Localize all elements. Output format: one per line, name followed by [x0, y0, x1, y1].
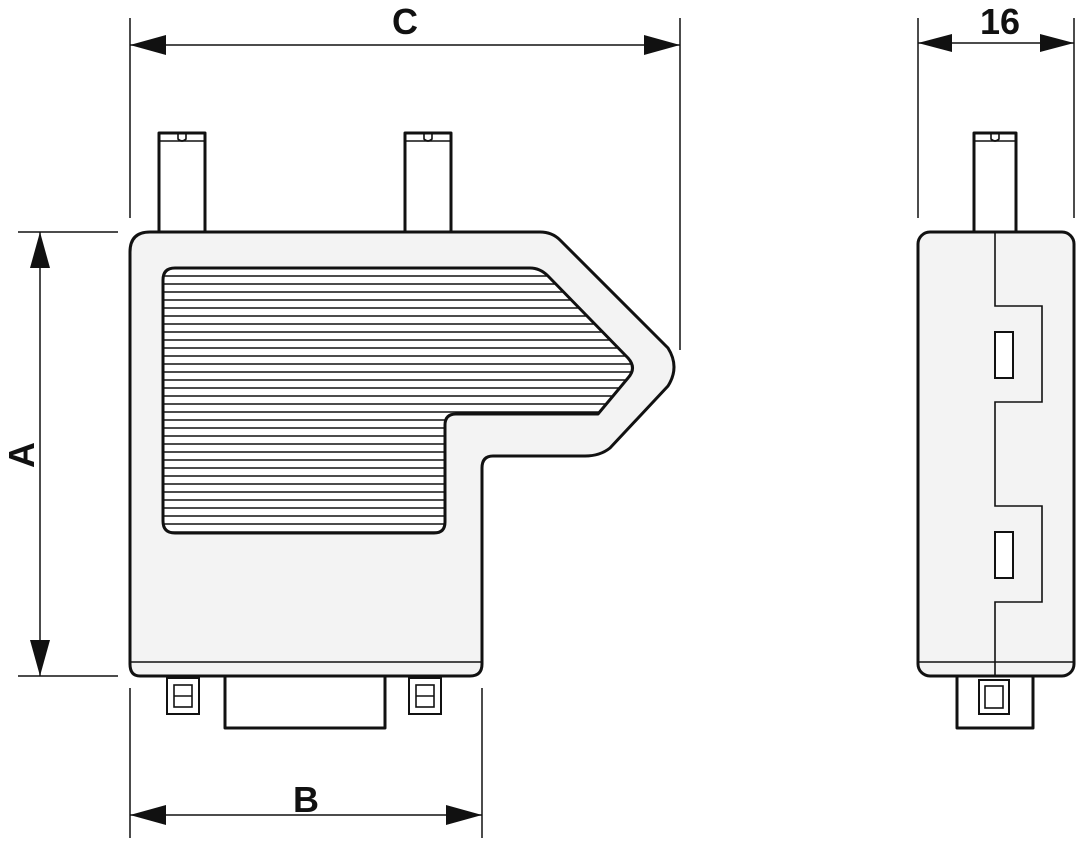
side-latch-lower: [994, 531, 1014, 579]
top-screw-left: [157, 131, 207, 235]
dimension-a: A: [1, 231, 118, 677]
dimension-depth: 16: [917, 1, 1075, 218]
side-housing: [916, 230, 1076, 678]
side-latch-profile: [994, 232, 1043, 676]
top-screw-right: [403, 131, 453, 235]
dsub-shell: [223, 674, 387, 730]
side-view: [916, 131, 1076, 730]
dimension-c-label: C: [392, 1, 418, 42]
dimension-b-label: B: [293, 779, 319, 820]
side-latch-upper: [994, 331, 1014, 379]
dimension-a-label: A: [1, 442, 42, 468]
bottom-screw-right: [408, 677, 442, 715]
side-bottom-connector: [955, 674, 1035, 730]
side-top-screw: [972, 131, 1018, 235]
dimension-b: B: [129, 688, 483, 838]
dimension-c: C: [129, 1, 681, 350]
dimension-depth-label: 16: [980, 1, 1020, 42]
front-view: [128, 131, 676, 730]
bottom-screw-left: [166, 677, 200, 715]
